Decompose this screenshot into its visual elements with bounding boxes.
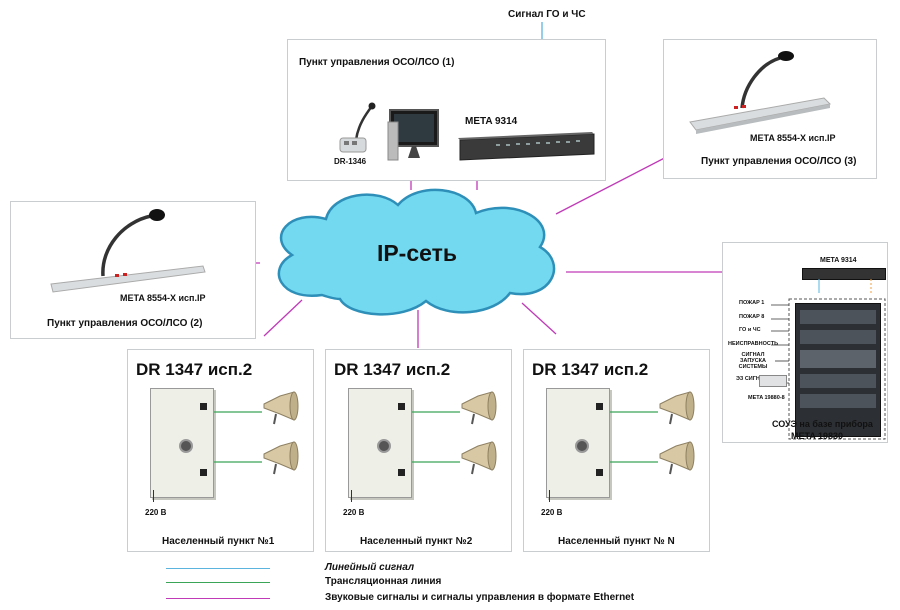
- legend-label: Звуковые сигналы и сигналы управления в …: [325, 592, 635, 603]
- cabinet-icon: [348, 388, 412, 498]
- loudspeaker-icon: [659, 441, 695, 475]
- settlement-caption: Населенный пункт №1: [162, 536, 275, 547]
- rack-device-icon: [802, 268, 886, 280]
- legend-swatch-broadcast: [166, 582, 270, 583]
- control-point-1-title: Пункт управления ОСО/ЛСО (1): [299, 57, 455, 68]
- cp3-caption: Пункт управления ОСО/ЛСО (3): [701, 156, 857, 167]
- settlement-title: DR 1347 исп.2: [136, 360, 253, 379]
- loudspeaker-icon: [461, 391, 497, 425]
- souz-panel: META 9314 ПОЖАР 1 ПОЖАР 8 ГО и ЧС НЕИСПР…: [722, 242, 888, 443]
- monitor-icon: [387, 109, 439, 161]
- broadcast-lines: [610, 411, 658, 463]
- legend-swatch-line-signal: [166, 568, 270, 569]
- legend-swatch-ethernet: [166, 598, 270, 599]
- rack-cabinet-icon: [795, 303, 881, 437]
- souz-input-label: СИГНАЛ ЗАПУСКА СИСТЕМЫ: [738, 352, 768, 370]
- cp3-console-label: META 8554-X исп.IP: [750, 133, 836, 143]
- rack-device-icon: [458, 132, 595, 161]
- power-label: 220 В: [343, 508, 365, 517]
- console-microphone-icon: [50, 209, 206, 293]
- souz-input-label: ГО и ЧС: [739, 327, 761, 333]
- ip-network-label: IP-сеть: [377, 240, 457, 266]
- legend-label: Линейный сигнал: [325, 562, 415, 573]
- broadcast-lines: [412, 411, 460, 463]
- settlement-panel-n: DR 1347 исп.2 220 В Населенный пункт № N: [523, 349, 710, 552]
- settlement-title: DR 1347 исп.2: [532, 360, 649, 379]
- loudspeaker-icon: [263, 441, 299, 475]
- settlement-caption: Населенный пункт № N: [558, 536, 675, 547]
- cp2-console-label: META 8554-X исп.IP: [120, 293, 206, 303]
- power-label: 220 В: [145, 508, 167, 517]
- souz-input-label: ПОЖАР 1: [739, 300, 765, 306]
- ip-network-cloud: IP-сеть: [277, 188, 556, 316]
- power-cable: [549, 490, 550, 502]
- ethernet-link-settlement-1: [263, 299, 303, 337]
- ethernet-link-settlement-n: [521, 302, 557, 335]
- broadcast-lines: [214, 411, 262, 463]
- souz-device-label: META 9314: [820, 257, 857, 264]
- desktop-microphone-icon: [339, 102, 376, 153]
- legend-label: Трансляционная линия: [325, 576, 442, 587]
- ethernet-link-cp3: [555, 149, 681, 215]
- souz-input-label: НЕИСПРАВНОСТЬ: [728, 341, 779, 347]
- loudspeaker-icon: [659, 391, 695, 425]
- souz-input-label: ПОЖАР 8: [739, 314, 765, 320]
- legend: Линейный сигнал Трансляционная линия Зву…: [166, 560, 666, 608]
- cp2-caption: Пункт управления ОСО/ЛСО (2): [47, 318, 203, 329]
- souz-caption-line1: СОУЭ на базе прибора: [772, 419, 873, 429]
- power-cable: [351, 490, 352, 502]
- cabinet-icon: [546, 388, 610, 498]
- souz-connectors: [771, 279, 886, 440]
- souz-sensor-label: ЭЗ СИГНАЛ: [736, 376, 768, 382]
- cabinet-icon: [150, 388, 214, 498]
- settlement-panel-2: DR 1347 исп.2 220 В Населенный пункт №2: [325, 349, 512, 552]
- souz-caption-line2: META 19830: [791, 431, 844, 441]
- power-label: 220 В: [541, 508, 563, 517]
- meta9314-label: META 9314: [465, 116, 518, 127]
- signal-label: Сигнал ГО и ЧС: [508, 9, 586, 20]
- settlement-title: DR 1347 исп.2: [334, 360, 451, 379]
- loudspeaker-icon: [263, 391, 299, 425]
- sensor-module-icon: [759, 375, 787, 387]
- control-point-1-panel: Пункт управления ОСО/ЛСО (1) DR-1346 MET…: [287, 39, 606, 181]
- microphone-label: DR-1346: [334, 157, 367, 166]
- settlement-panel-1: DR 1347 исп.2 220 В Населенный пункт №1: [127, 349, 314, 552]
- control-point-3-panel: META 8554-X исп.IP Пункт управления ОСО/…: [663, 39, 877, 179]
- control-point-2-panel: META 8554-X исп.IP Пункт управления ОСО/…: [10, 201, 256, 339]
- power-cable: [153, 490, 154, 502]
- console-microphone-icon: [689, 51, 832, 134]
- settlement-caption: Населенный пункт №2: [360, 536, 473, 547]
- loudspeaker-icon: [461, 441, 497, 475]
- souz-module-label: META 19880-8: [748, 395, 785, 401]
